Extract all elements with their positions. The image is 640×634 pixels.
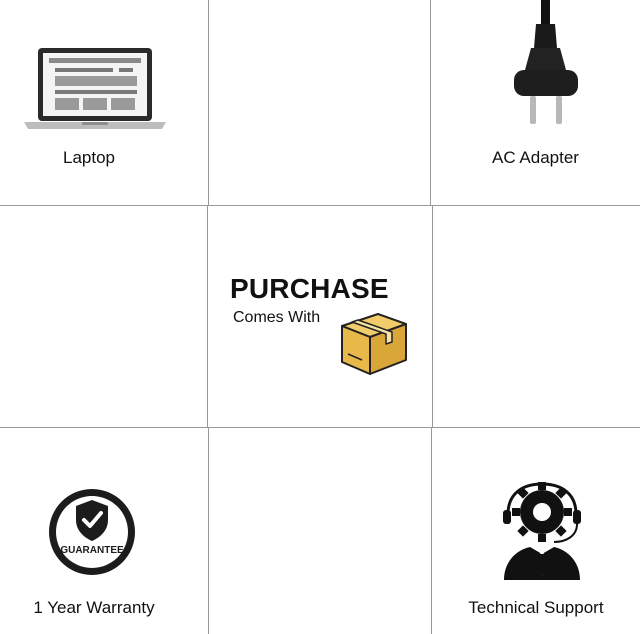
- tech-support-label: Technical Support: [468, 598, 604, 617]
- laptop-icon: [24, 48, 166, 129]
- package-box-icon: [341, 313, 407, 375]
- support-agent-icon: [503, 482, 581, 580]
- guarantee-shield-icon: GUARANTEE: [49, 489, 135, 575]
- grid-divider: [430, 0, 431, 205]
- purchase-title: PURCHASE: [230, 273, 389, 304]
- grid-divider: [207, 205, 208, 427]
- grid-divider: [432, 205, 433, 427]
- grid-divider: [0, 427, 640, 428]
- ac-adapter-label: AC Adapter: [492, 148, 579, 167]
- warranty-label: 1 Year Warranty: [33, 598, 155, 617]
- comes-with-text: Comes With: [233, 309, 321, 326]
- grid-divider: [208, 428, 209, 634]
- grid-divider: [208, 0, 209, 205]
- tech-support-cell: Technical Support: [432, 428, 640, 634]
- guarantee-badge-text: GUARANTEE: [60, 545, 124, 556]
- laptop-label: Laptop: [63, 148, 115, 167]
- power-plug-icon: [514, 0, 578, 124]
- grid-divider: [0, 205, 640, 206]
- warranty-cell: GUARANTEE 1 Year Warranty: [0, 428, 208, 634]
- grid-divider: [431, 428, 432, 634]
- laptop-cell: Laptop: [0, 0, 208, 205]
- ac-adapter-cell: AC Adapter: [431, 0, 640, 205]
